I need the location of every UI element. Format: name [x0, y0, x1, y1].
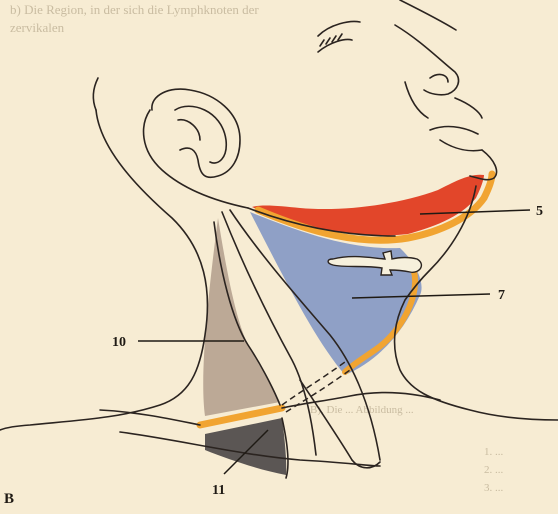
scm-inner	[300, 380, 352, 460]
lower-lip	[440, 140, 482, 151]
upper-lip	[455, 98, 482, 118]
label-7: 7	[498, 288, 505, 303]
dark-region	[205, 418, 286, 475]
scalp-line	[144, 110, 248, 208]
forehead	[400, 0, 456, 30]
shoulder-line	[100, 410, 200, 425]
label-5: 5	[536, 204, 543, 219]
mouth	[430, 127, 478, 134]
ear-outline	[152, 89, 240, 177]
eyebrow	[318, 22, 360, 36]
label-10: 10	[112, 335, 126, 350]
nostril	[430, 75, 448, 82]
neck-back-outline	[0, 110, 207, 430]
head-back-outline	[93, 78, 98, 110]
ear-inner	[175, 106, 226, 163]
nose	[395, 25, 459, 95]
ear-inner-2	[178, 120, 200, 140]
panel-letter: B	[4, 491, 14, 507]
cheek	[405, 82, 428, 118]
label-11: 11	[212, 483, 225, 498]
